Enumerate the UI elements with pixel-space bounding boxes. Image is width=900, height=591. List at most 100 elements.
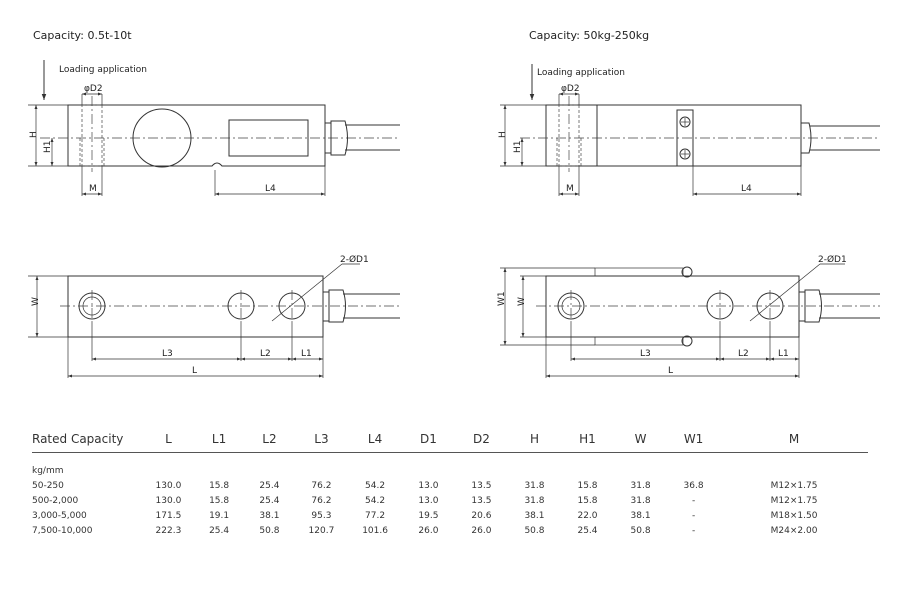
table-cell: 120.7	[308, 525, 335, 536]
table-cell: 13.5	[471, 495, 492, 506]
header-l3: L3	[294, 432, 349, 453]
header-l2: L2	[244, 432, 295, 453]
left-loading-label: Loading application	[59, 65, 147, 75]
table-row: 3,000-5,000 171.5 19.1 38.1 95.3 77.2 19…	[32, 508, 868, 523]
table-cell: 171.5	[155, 510, 182, 521]
table-cell: 19.5	[418, 510, 439, 521]
left-m-label: M	[89, 184, 97, 194]
table-cell: M12×1.75	[770, 495, 818, 506]
left-l3-label: L3	[162, 349, 173, 359]
table-cell: 20.6	[471, 510, 492, 521]
table-cell: 38.1	[630, 510, 651, 521]
table-cell: 15.8	[209, 495, 230, 506]
left-side-view: Loading application φD2 H H1 M L4	[28, 60, 400, 196]
left-top-view: 2-ØD1 W L3 L2 L1 L	[28, 254, 400, 378]
unit-row: kg/mm	[32, 453, 868, 479]
header-m: M	[720, 432, 868, 453]
table-row: 7,500-10,000 222.3 25.4 50.8 120.7 101.6…	[32, 523, 868, 538]
table-cell: 54.2	[365, 495, 386, 506]
table-cell: M18×1.50	[770, 510, 818, 521]
left-l-label: L	[192, 366, 197, 376]
table-cell: 95.3	[311, 510, 332, 521]
table-cell: 15.8	[577, 480, 598, 491]
right-d1-label: 2-ØD1	[818, 254, 847, 265]
right-w1-label: W1	[497, 291, 507, 306]
table-cell: 7,500-10,000	[32, 525, 93, 536]
right-top-view: 2-ØD1 W1 W L3 L2 L1 L	[497, 254, 880, 378]
header-w1: W1	[667, 432, 721, 453]
table-cell: 77.2	[365, 510, 386, 521]
unit-label: kg/mm	[32, 465, 64, 476]
left-l2-label: L2	[260, 349, 271, 359]
table-cell: 500-2,000	[32, 495, 79, 506]
left-d2-label: φD2	[84, 84, 103, 94]
left-l1-label: L1	[301, 349, 312, 359]
table-cell: 26.0	[418, 525, 439, 536]
header-l1: L1	[193, 432, 245, 453]
table-cell: 130.0	[155, 495, 182, 506]
spec-header-row: Rated Capacity L L1 L2 L3 L4 D1 D2 H H1 …	[32, 432, 868, 453]
table-cell: 38.1	[524, 510, 545, 521]
table-cell: 222.3	[155, 525, 182, 536]
table-cell: 25.4	[209, 525, 230, 536]
table-cell: -	[691, 510, 696, 521]
right-side-view: Loading application φD2 H H1 M	[498, 64, 880, 196]
right-l1-label: L1	[778, 349, 789, 359]
table-cell: 31.8	[524, 480, 545, 491]
table-cell: 31.8	[524, 495, 545, 506]
table-cell: 31.8	[630, 480, 651, 491]
spec-table: Rated Capacity L L1 L2 L3 L4 D1 D2 H H1 …	[32, 432, 868, 538]
right-capacity-title: Capacity: 50kg-250kg	[529, 29, 649, 42]
right-l2-label: L2	[738, 349, 749, 359]
left-h1-label: H1	[43, 141, 53, 154]
header-d2: D2	[454, 432, 508, 453]
table-cell: -	[691, 495, 696, 506]
right-l-label: L	[668, 366, 673, 376]
table-cell: 50-250	[32, 480, 64, 491]
table-cell: 54.2	[365, 480, 386, 491]
table-cell: 15.8	[577, 495, 598, 506]
right-l3-label: L3	[640, 349, 651, 359]
header-l4: L4	[348, 432, 402, 453]
right-h1-label: H1	[513, 141, 523, 154]
right-h-label: H	[498, 131, 508, 138]
table-cell: 130.0	[155, 480, 182, 491]
table-cell: 101.6	[362, 525, 388, 536]
table-cell: 38.1	[259, 510, 280, 521]
left-l4-label: L4	[265, 184, 276, 194]
left-h-label: H	[29, 131, 39, 138]
right-w-label: W	[517, 297, 527, 306]
header-d1: D1	[401, 432, 455, 453]
left-w-label: W	[31, 297, 41, 306]
right-m-label: M	[566, 184, 574, 194]
header-w: W	[614, 432, 668, 453]
table-row: 50-250 130.0 15.8 25.4 76.2 54.2 13.0 13…	[32, 478, 868, 493]
table-cell: 22.0	[577, 510, 598, 521]
table-cell: M24×2.00	[770, 525, 818, 536]
table-cell: 25.4	[259, 480, 280, 491]
table-cell: 26.0	[471, 525, 492, 536]
right-loading-label: Loading application	[537, 68, 625, 78]
table-cell: 13.0	[418, 480, 439, 491]
left-d1-label: 2-ØD1	[340, 254, 369, 265]
table-cell: 25.4	[259, 495, 280, 506]
table-cell: 19.1	[209, 510, 230, 521]
table-cell: 50.8	[524, 525, 545, 536]
table-cell: 50.8	[259, 525, 280, 536]
left-capacity-title: Capacity: 0.5t-10t	[33, 29, 132, 42]
table-cell: -	[691, 525, 696, 536]
table-cell: 13.0	[418, 495, 439, 506]
table-cell: M12×1.75	[770, 480, 818, 491]
table-cell: 36.8	[683, 480, 704, 491]
table-cell: 25.4	[577, 525, 598, 536]
table-cell: 13.5	[471, 480, 492, 491]
table-cell: 50.8	[630, 525, 651, 536]
table-row: 500-2,000 130.0 15.8 25.4 76.2 54.2 13.0…	[32, 493, 868, 508]
table-cell: 76.2	[311, 480, 332, 491]
header-l: L	[142, 432, 194, 453]
table-cell: 76.2	[311, 495, 332, 506]
header-rated-capacity: Rated Capacity	[32, 432, 143, 453]
header-h: H	[507, 432, 561, 453]
header-h1: H1	[560, 432, 615, 453]
